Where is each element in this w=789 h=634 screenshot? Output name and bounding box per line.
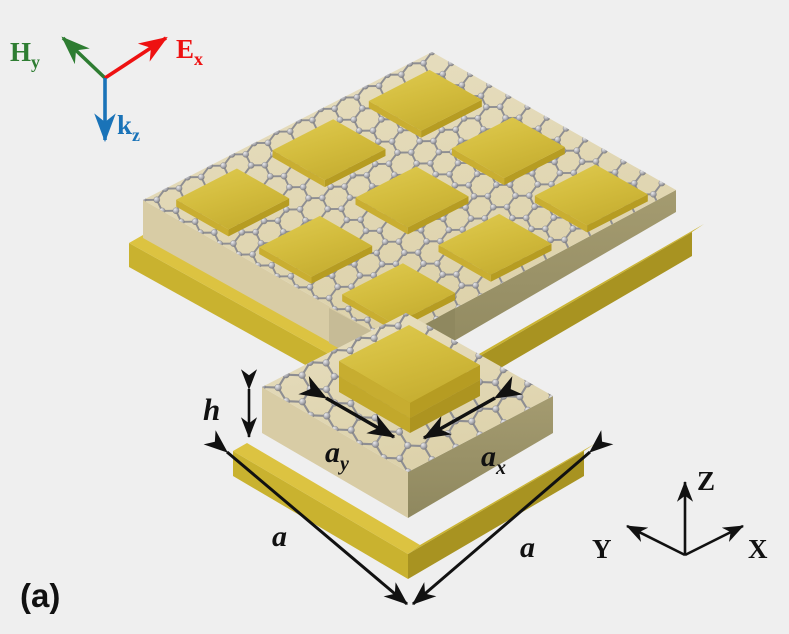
gold-patch	[355, 166, 469, 235]
Y-axis-label: Y	[592, 534, 612, 564]
H-vector-arrow	[61, 36, 107, 80]
gold-patch	[259, 215, 373, 284]
H-vector-label: Hy	[10, 37, 40, 72]
dimension-a-right: a	[412, 430, 614, 606]
gold-patch	[368, 69, 482, 138]
dimension-a-left: a	[203, 430, 408, 606]
Z-axis-label: Z	[697, 466, 715, 496]
gold-patch	[438, 213, 552, 282]
gold-patch	[272, 119, 386, 188]
k-vector-label: kz	[117, 110, 140, 145]
cartesian-axes: Z Y X	[592, 466, 768, 564]
dimension-h: h	[203, 369, 258, 439]
panel-label: (a)	[20, 577, 60, 614]
dimension-a-right-arrow	[412, 430, 614, 606]
E-vector-label: Ex	[176, 34, 203, 69]
gold-patch	[451, 117, 565, 186]
dimension-a-left-arrow	[203, 430, 408, 606]
gold-patch	[534, 164, 648, 233]
incident-wave-triad: Hy Ex kz	[10, 34, 203, 145]
dimension-a-right-label: a	[520, 531, 535, 564]
dimension-h-label: h	[203, 392, 220, 427]
X-axis-label: X	[748, 534, 768, 564]
dimension-a-left-label: a	[272, 520, 287, 553]
gold-patch	[176, 168, 290, 237]
X-axis-arrow	[684, 524, 744, 557]
E-vector-arrow	[104, 36, 168, 80]
Y-axis-arrow	[626, 524, 686, 557]
gold-patch-array	[176, 69, 648, 332]
